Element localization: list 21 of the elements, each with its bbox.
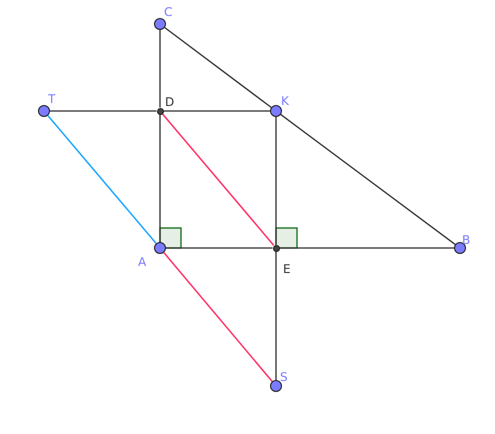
point-label: T <box>48 93 56 105</box>
line-segment <box>164 27 272 108</box>
line-segment <box>275 117 277 244</box>
line-segment <box>159 114 161 242</box>
line-segment <box>47 115 157 244</box>
point-label: B <box>462 234 470 246</box>
line-segment <box>162 113 274 246</box>
line-segment <box>275 252 277 380</box>
point-label: D <box>165 96 174 108</box>
line-segment <box>166 247 272 249</box>
point-label: C <box>164 6 172 18</box>
line-segment <box>280 114 456 245</box>
point-label: K <box>281 95 289 107</box>
line-segment <box>50 110 156 112</box>
line-segment <box>164 110 270 112</box>
point-label: A <box>138 256 146 268</box>
point-label: E <box>283 263 291 275</box>
point-label: S <box>280 371 288 383</box>
line-segment <box>159 30 161 108</box>
line-segment <box>280 247 454 249</box>
line-segment <box>163 252 273 382</box>
